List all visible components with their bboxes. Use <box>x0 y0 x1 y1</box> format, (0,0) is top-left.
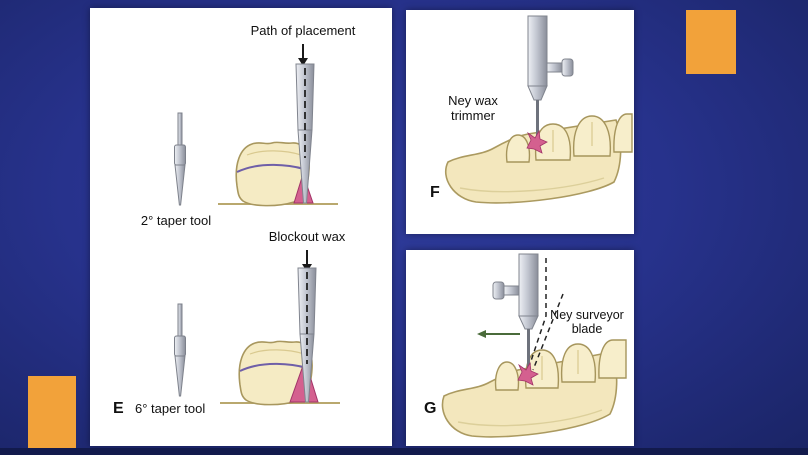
molar-tooth <box>613 113 633 153</box>
taper-tool-2deg-illustration <box>174 112 186 206</box>
figure-letter-g: G <box>424 400 437 417</box>
blockout-wax-label: Blockout wax <box>268 229 346 244</box>
taper-tool-6deg-illustration <box>174 303 186 397</box>
orange-accent-bottom-left <box>28 376 76 455</box>
premolar-tooth <box>505 134 531 163</box>
occlusal-detail-line <box>249 349 305 355</box>
figure-g-panel: Ney surveyor blade G <box>406 250 634 446</box>
premolar-tooth <box>494 361 520 391</box>
jaw-shading-line <box>457 409 603 427</box>
figure-letter-e: E <box>113 400 124 417</box>
survey-line-1 <box>236 163 305 173</box>
tool-side-knob <box>546 62 563 73</box>
tool-handle <box>527 15 548 87</box>
path-of-placement-label: Path of placement <box>250 23 356 38</box>
figure-e-panel: Path of placement 2° taper tool Blockout… <box>90 8 392 446</box>
ney-surveyor-blade-label: Ney surveyor blade <box>550 308 624 337</box>
jaw-with-teeth <box>441 339 627 438</box>
angle-guide-dashed-lines <box>527 258 564 371</box>
pink-wax-blob <box>526 129 548 154</box>
jaw-with-teeth <box>444 113 633 204</box>
taper6-tool-label: 6° taper tool <box>135 401 206 416</box>
surveyor-rod-1 <box>295 63 315 204</box>
figure-g-illustration <box>441 253 627 438</box>
left-arrow-icon <box>477 330 520 338</box>
screen-bottom-edge <box>0 448 808 455</box>
figure-letter-f: F <box>430 184 440 201</box>
figure-e-illustration <box>174 44 340 406</box>
figure-f-panel: Ney wax trimmer F <box>406 10 634 234</box>
molar-tooth-1 <box>235 141 310 207</box>
pink-wax-blob <box>517 361 539 386</box>
tool-side-knob <box>503 285 520 296</box>
jaw-shading-line <box>459 177 605 193</box>
occlusal-detail-line <box>246 150 302 156</box>
surveyor-blade-tool <box>492 253 539 372</box>
orange-accent-top-right <box>686 10 736 74</box>
taper2-tool-label: 2° taper tool <box>140 213 212 228</box>
ney-wax-trimmer-label: Ney wax trimmer <box>448 93 498 123</box>
down-arrow-icon <box>298 44 308 66</box>
figure-f-illustration <box>444 15 633 204</box>
surveyor-rod-2 <box>297 267 317 403</box>
tool-handle <box>518 253 539 317</box>
molar-tooth <box>598 339 627 379</box>
wax-trimmer-tool <box>527 15 574 140</box>
